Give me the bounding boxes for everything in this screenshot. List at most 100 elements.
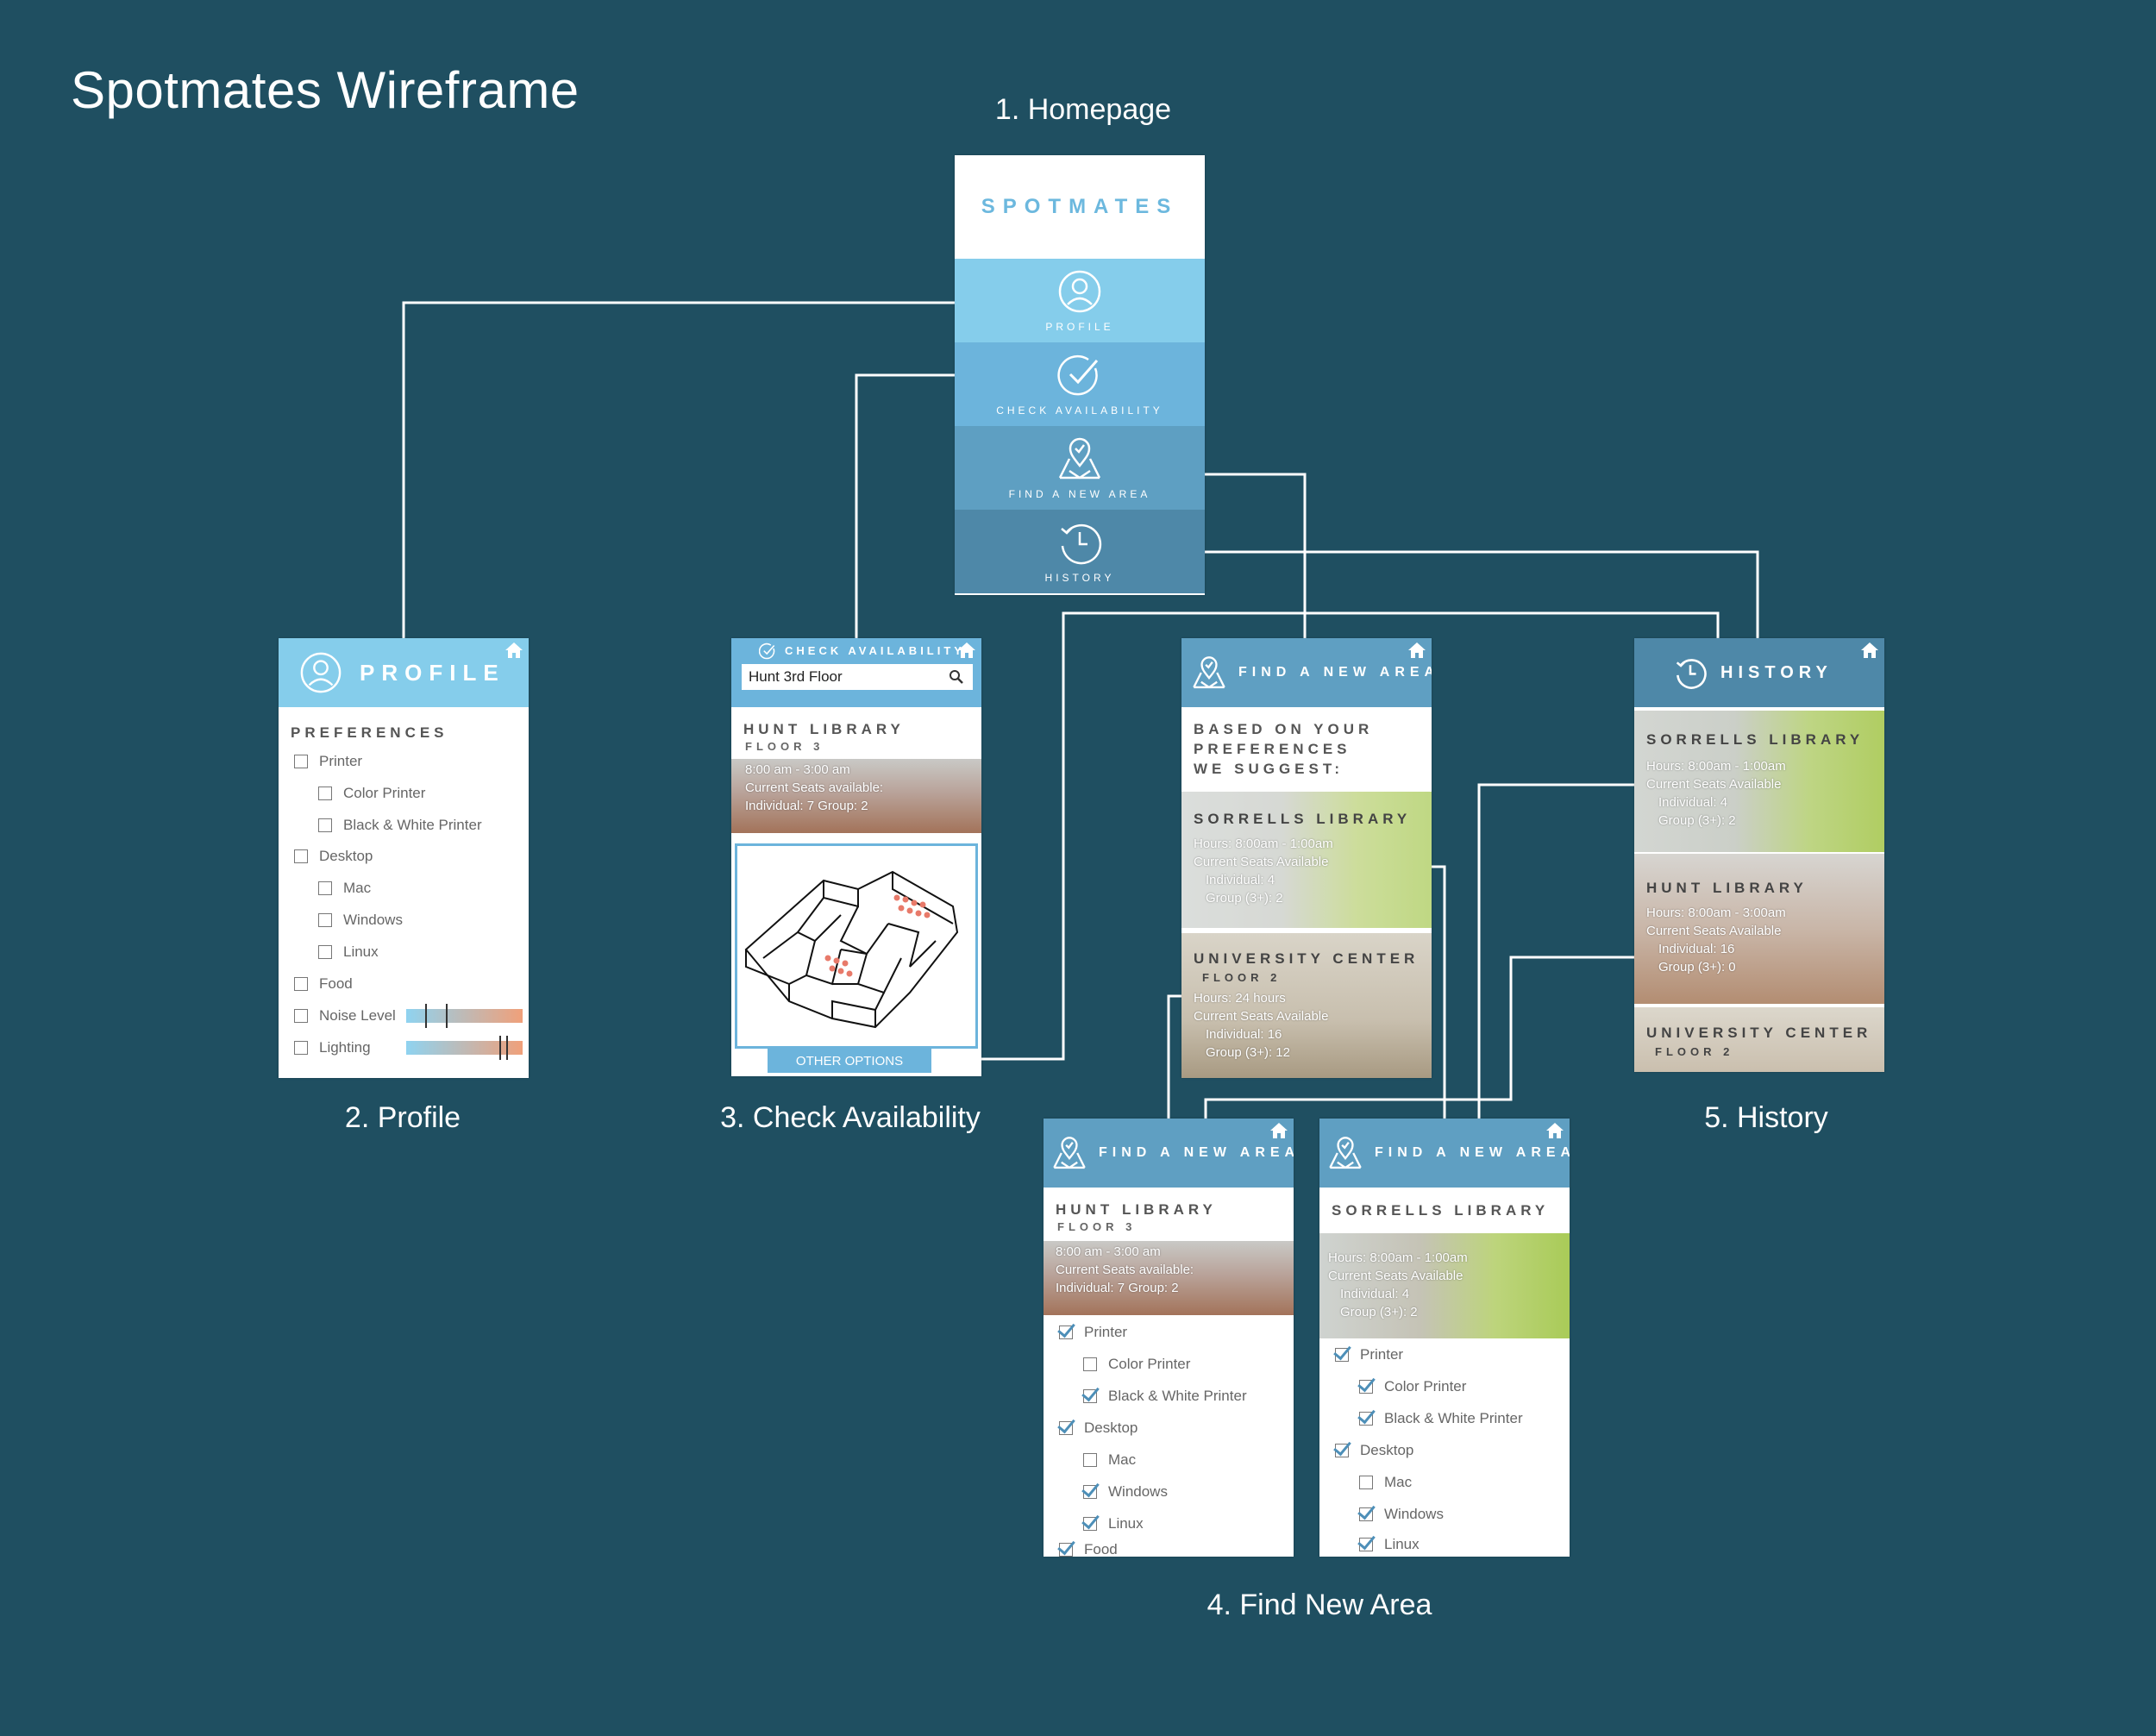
checkbox-checked[interactable] [1359,1380,1373,1394]
pref-desktop[interactable]: Desktop [294,848,373,865]
checkbox[interactable] [294,1009,308,1023]
checkbox-checked[interactable] [1335,1348,1349,1362]
slider-handle[interactable] [506,1036,508,1060]
pref-linux-label: Linux [343,943,379,960]
sorrells-individual: Individual: 4 [1206,873,1275,887]
detail-hunt-linux[interactable]: Linux [1083,1515,1144,1532]
connector-sorrells-to-detail [1431,865,1446,1119]
search-input[interactable]: Hunt 3rd Floor [742,664,973,690]
pref-lighting-label: Lighting [319,1039,371,1056]
checkbox-checked[interactable] [1059,1543,1073,1557]
detail-sorrells-linux[interactable]: Linux [1359,1536,1420,1553]
checkbox[interactable] [1359,1476,1373,1489]
history-item-sorrells[interactable]: SORRELLS LIBRARY Hours: 8:00am - 1:00am … [1634,711,1884,852]
menu-find-new-area[interactable]: FIND A NEW AREA [955,426,1205,510]
detail-sorrells-desktop[interactable]: Desktop [1335,1442,1413,1459]
detail-hunt-windows[interactable]: Windows [1083,1483,1168,1501]
history-screen: HISTORY SORRELLS LIBRARY Hours: 8:00am -… [1634,638,1884,1072]
floor-map[interactable] [735,843,978,1049]
pref-noise-label: Noise Level [319,1007,396,1024]
detail-hunt-mac-label: Mac [1108,1451,1137,1468]
diagram-title: Spotmates Wireframe [71,61,580,119]
pref-lighting[interactable]: Lighting [294,1039,371,1056]
home-icon[interactable] [1407,642,1426,659]
detail-hunt-printer[interactable]: Printer [1059,1324,1127,1341]
connector-history [1181,550,1759,638]
pref-linux[interactable]: Linux [318,943,379,961]
pref-windows[interactable]: Windows [318,912,403,929]
slider-handle[interactable] [425,1004,427,1028]
noise-level-slider[interactable] [406,1004,523,1028]
caption-check-availability: 3. Check Availability [720,1101,981,1134]
detail-sorrells-mac[interactable]: Mac [1359,1474,1412,1491]
home-icon[interactable] [1269,1122,1288,1139]
checkbox-checked[interactable] [1059,1326,1073,1339]
checkbox[interactable] [294,849,308,863]
other-options-button[interactable]: OTHER OPTIONS [768,1049,931,1073]
history-item-hunt[interactable]: HUNT LIBRARY Hours: 8:00am - 3:00am Curr… [1634,854,1884,1004]
checkbox[interactable] [1083,1357,1097,1371]
menu-profile[interactable]: PROFILE [955,259,1205,342]
search-icon[interactable] [949,669,964,685]
checkbox-checked[interactable] [1359,1412,1373,1426]
uc-individual: Individual: 16 [1206,1027,1282,1042]
detail-sorrells-color-printer[interactable]: Color Printer [1359,1378,1466,1395]
checkbox[interactable] [318,818,332,832]
pref-color-printer[interactable]: Color Printer [318,785,425,802]
pref-food[interactable]: Food [294,975,353,993]
detail-sorrells-bw-printer[interactable]: Black & White Printer [1359,1410,1523,1427]
detail-hunt-mac[interactable]: Mac [1083,1451,1136,1469]
menu-check-availability[interactable]: CHECK AVAILABILITY [955,342,1205,426]
checkmark-circle-icon [1057,354,1099,395]
find-header: FIND A NEW AREA [1181,638,1432,707]
home-icon[interactable] [505,642,523,659]
detail-hunt-color-printer-label: Color Printer [1108,1356,1191,1372]
detail-sorrells-windows-label: Windows [1384,1506,1444,1522]
home-icon[interactable] [957,642,976,659]
detail-hunt-seats: Current Seats available: [1056,1263,1194,1277]
pref-bw-printer[interactable]: Black & White Printer [318,817,482,834]
checkbox[interactable] [318,787,332,800]
checkbox-checked[interactable] [1359,1507,1373,1521]
suggestion-sorrells[interactable]: SORRELLS LIBRARY Hours: 8:00am - 1:00am … [1181,792,1432,928]
history-uc-name: UNIVERSITY CENTER [1646,1025,1872,1041]
checkbox-checked[interactable] [1083,1485,1097,1499]
uc-hours: Hours: 24 hours [1194,991,1286,1006]
slider-handle[interactable] [446,1004,448,1028]
checkbox[interactable] [294,755,308,768]
checkbox[interactable] [318,881,332,895]
connector-profile [402,301,966,638]
checkbox[interactable] [318,945,332,959]
pref-mac[interactable]: Mac [318,880,371,897]
detail-sorrells-printer[interactable]: Printer [1335,1346,1403,1363]
pref-printer[interactable]: Printer [294,753,362,770]
menu-history[interactable]: HISTORY [955,510,1205,593]
checkbox-checked[interactable] [1359,1538,1373,1551]
detail-hunt-desktop[interactable]: Desktop [1059,1420,1138,1437]
detail-hunt-food-label: Food [1084,1541,1118,1557]
history-title: HISTORY [1720,662,1833,682]
checkbox[interactable] [294,977,308,991]
checkbox[interactable] [318,913,332,927]
pref-noise-level[interactable]: Noise Level [294,1007,396,1025]
checkbox[interactable] [1083,1453,1097,1467]
checkbox[interactable] [294,1041,308,1055]
history-hunt-group: Group (3+): 0 [1658,960,1736,975]
detail-hunt-food[interactable]: Food [1059,1541,1118,1557]
checkbox-checked[interactable] [1335,1444,1349,1457]
detail-sorrells-windows[interactable]: Windows [1359,1506,1444,1523]
home-icon[interactable] [1545,1122,1564,1139]
slider-handle[interactable] [499,1036,501,1060]
lighting-slider[interactable] [406,1036,523,1060]
checkbox-checked[interactable] [1059,1421,1073,1435]
suggestion-university-center[interactable]: UNIVERSITY CENTER FLOOR 2 Hours: 24 hour… [1181,933,1432,1078]
history-item-university-center[interactable]: UNIVERSITY CENTER FLOOR 2 [1634,1007,1884,1072]
checkbox-checked[interactable] [1083,1517,1097,1531]
suggest-line-3: WE SUGGEST: [1194,761,1344,777]
checkbox-checked[interactable] [1083,1389,1097,1403]
detail-hunt-color-printer[interactable]: Color Printer [1083,1356,1190,1373]
homepage-brand-bar: SPOTMATES [955,155,1205,259]
map-pin-icon [1058,437,1101,479]
home-icon[interactable] [1860,642,1879,659]
detail-hunt-bw-printer[interactable]: Black & White Printer [1083,1388,1247,1405]
